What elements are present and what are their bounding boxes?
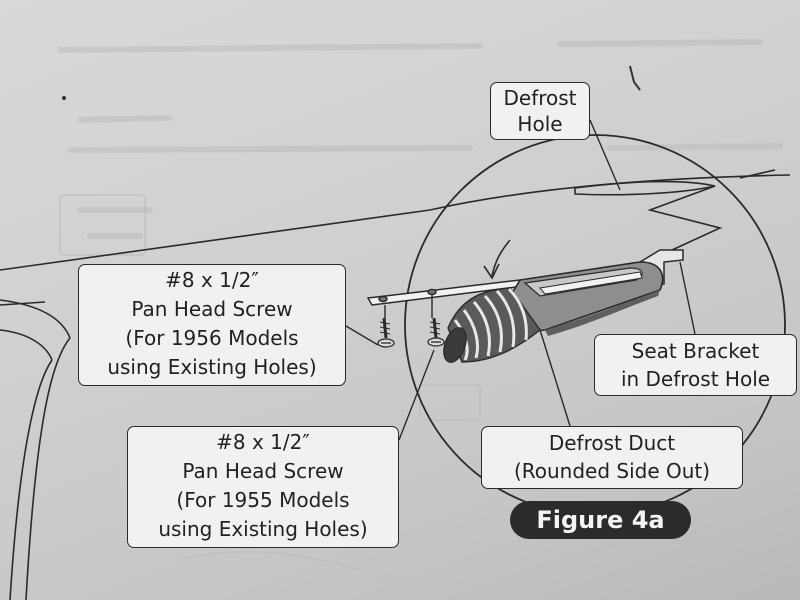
callout-line: (For 1956 Models xyxy=(125,326,299,350)
callout-line: Defrost Duct xyxy=(548,431,676,455)
dash-panel xyxy=(429,169,791,251)
bleed-through-sketch xyxy=(59,194,791,591)
callout-defrost-duct: Defrost Duct (Rounded Side Out) xyxy=(481,426,743,489)
callout-line: Pan Head Screw xyxy=(182,459,344,483)
callout-line: #8 x 1/2″ xyxy=(165,268,259,292)
callout-screw-1956: #8 x 1/2″ Pan Head Screw (For 1956 Model… xyxy=(78,264,346,386)
callout-line: in Defrost Hole xyxy=(620,367,771,391)
screw-1956-icon xyxy=(377,317,395,348)
screw-1955-icon xyxy=(427,317,445,347)
bleed-through-text xyxy=(57,39,783,239)
callout-line: Seat Bracket xyxy=(631,339,760,363)
callout-line: (For 1955 Models xyxy=(176,488,350,512)
callout-line: Pan Head Screw xyxy=(131,297,293,321)
ink-dot xyxy=(62,96,66,100)
callout-seat-bracket: Seat Bracket in Defrost Hole xyxy=(594,334,797,396)
car-body-outline xyxy=(0,209,431,600)
defrost-duct xyxy=(506,261,664,336)
leader-lines xyxy=(345,119,696,441)
callout-line: using Existing Holes) xyxy=(107,355,317,379)
callout-defrost-hole: Defrost Hole xyxy=(490,82,590,140)
callout-line: (Rounded Side Out) xyxy=(513,459,711,483)
corrugated-hose xyxy=(443,287,541,363)
figure-label: Figure 4a xyxy=(510,501,691,539)
callout-line: #8 x 1/2″ xyxy=(216,430,310,454)
callout-screw-1955: #8 x 1/2″ Pan Head Screw (For 1955 Model… xyxy=(127,426,399,548)
callout-line: Hole xyxy=(517,112,563,136)
callout-line: Defrost xyxy=(503,86,577,110)
ink-mark xyxy=(629,65,641,91)
insert-arrow-icon xyxy=(483,239,511,280)
callout-line: using Existing Holes) xyxy=(158,517,368,541)
